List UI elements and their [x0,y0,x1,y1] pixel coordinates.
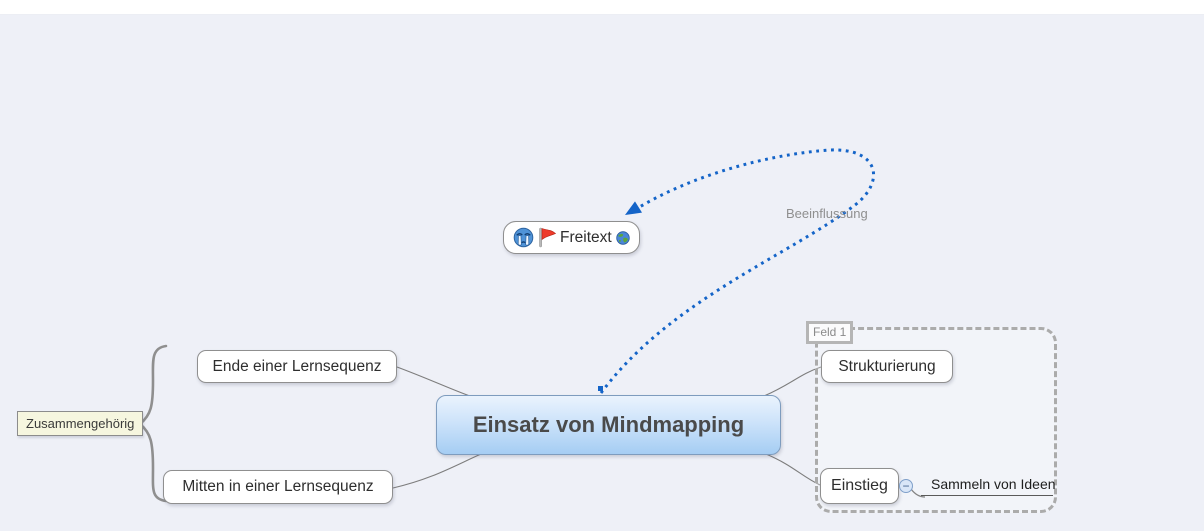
edge-central-to-mitten [392,453,482,489]
brace-group-label[interactable]: Zusammengehörig [17,411,144,436]
boundary-label[interactable]: Feld 1 [806,321,854,344]
brace-group-label-text: Zusammengehörig [26,416,135,431]
topic-label: Ende einer Lernsequenz [212,357,382,375]
relationship-label-text: Beeinflussung [786,206,868,221]
edge-central-to-einstieg [765,453,821,486]
relationship-anchor-dot [598,386,603,391]
central-topic-label: Einsatz von Mindmapping [472,412,745,437]
central-topic[interactable]: Einsatz von Mindmapping [436,395,781,455]
collapse-minus: − [902,478,910,493]
collapse-button[interactable]: − [899,479,913,493]
edge-einstieg-to-sammeln [910,488,926,498]
top-strip [0,0,1204,15]
relationship-line-beeinflussung[interactable] [599,148,876,394]
red-flag-marker-icon[interactable] [538,226,556,249]
topic-einstieg[interactable]: Einstieg [820,468,899,504]
topic-label: Strukturierung [838,357,936,375]
globe-hyperlink-icon[interactable] [615,230,630,245]
crying-face-marker-icon[interactable] [513,227,534,248]
subtopic-label: Sammeln von Ideen [931,476,1056,492]
topic-label: Einstieg [831,477,888,494]
subtopic-sammeln-von-ideen[interactable]: Sammeln von Ideen [921,474,1056,496]
topic-mitten-in-einer-lernsequenz[interactable]: Mitten in einer Lernsequenz [163,470,393,504]
topic-strukturierung[interactable]: Strukturierung [821,350,953,383]
boundary-label-text: Feld 1 [813,325,847,339]
topic-ende-einer-lernsequenz[interactable]: Ende einer Lernsequenz [197,350,397,383]
relationship-arrowhead [625,201,642,215]
floating-topic-label: Freitext [560,228,612,246]
edge-central-to-strukturierung [763,366,822,397]
topic-label: Mitten in einer Lernsequenz [182,478,374,495]
floating-topic-freitext[interactable]: Freitext [503,221,640,254]
relationship-label[interactable]: Beeinflussung [786,206,868,221]
